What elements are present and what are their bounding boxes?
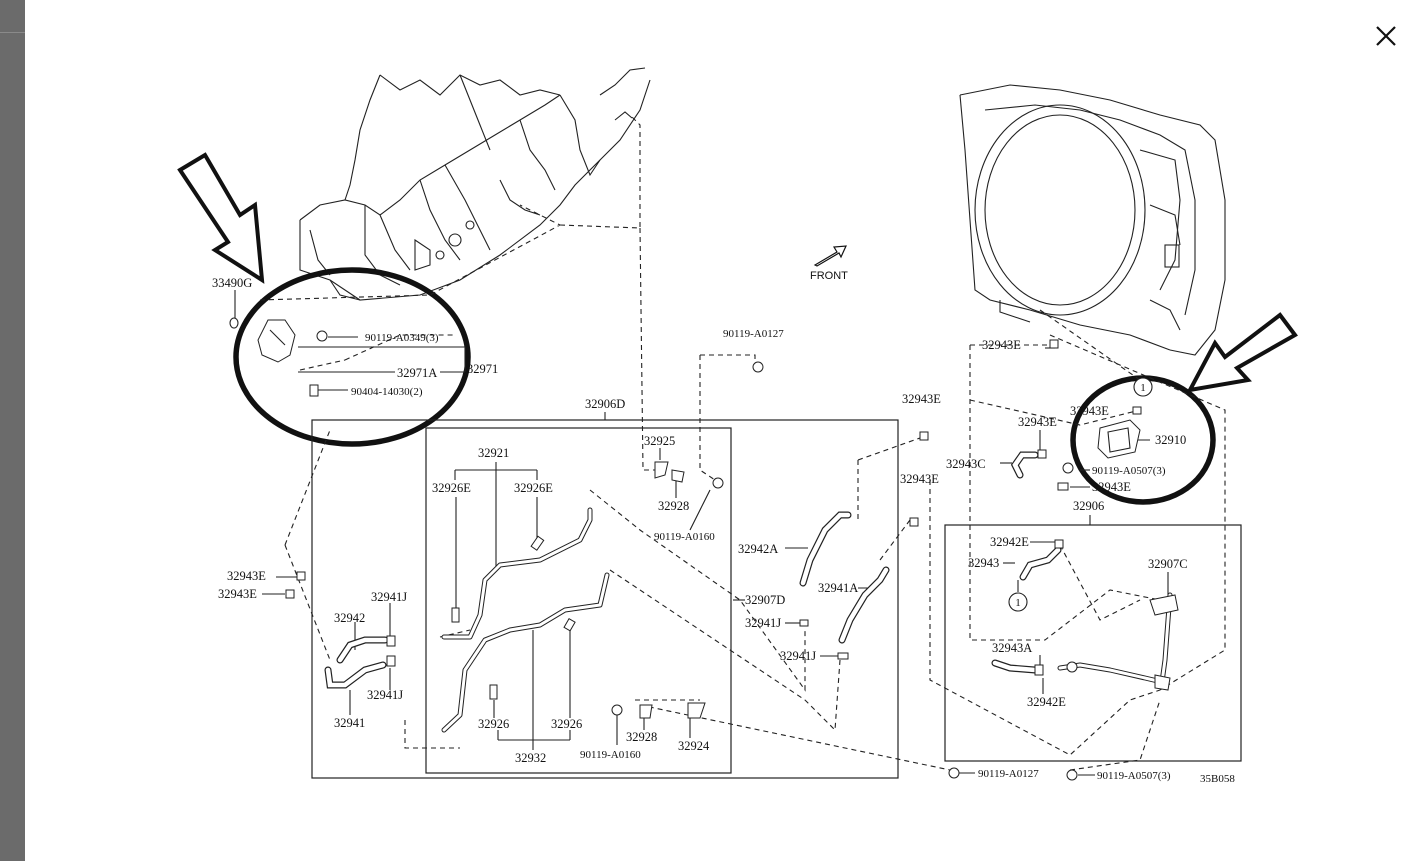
label-90119-a0160-bottom: 90119-A0160 (580, 749, 641, 761)
label-32910: 32910 (1155, 433, 1186, 447)
label-90119-a0507-top: 90119-A0507(3) (1092, 465, 1166, 477)
callout-number-top: 1 (1140, 382, 1146, 394)
box-32906 (944, 524, 1242, 762)
label-32943e-c: 32943E (1018, 415, 1057, 429)
label-32924: 32924 (678, 739, 710, 753)
label-32925: 32925 (644, 434, 675, 448)
label-32943: 32943 (968, 556, 999, 570)
label-32942e-bottom: 32942E (1027, 695, 1066, 709)
pointer-arrow-right (1186, 312, 1298, 393)
label-32928-top: 32928 (658, 499, 689, 513)
label-32943e-left1: 32943E (227, 569, 266, 583)
label-32941: 32941 (334, 716, 365, 730)
hose-32942a (799, 511, 852, 587)
figure-code: 35B058 (1200, 773, 1235, 785)
front-direction-arrow (813, 245, 847, 267)
label-90119-a0507-bottom: 90119-A0507(3) (1097, 770, 1171, 782)
label-32943e-left2: 32943E (218, 587, 257, 601)
label-32943e-a: 32943E (902, 392, 941, 406)
hose-32942 (336, 636, 389, 664)
callout-circle-top (1133, 377, 1153, 397)
label-32943e-e: 32943E (1092, 480, 1131, 494)
label-90119-a0349: 90119-A0349(3) (365, 332, 439, 344)
label-32928-bottom: 32928 (626, 730, 657, 744)
label-90119-a0127-bottom: 90119-A0127 (978, 768, 1039, 780)
label-32926e-left: 32926E (432, 481, 471, 495)
label-32943e-right-top: 32943E (982, 338, 1021, 352)
close-button[interactable] (1368, 18, 1404, 54)
front-label: FRONT (810, 270, 848, 282)
sidebar-divider (0, 32, 25, 33)
label-32941j-left1: 32941J (371, 590, 407, 604)
label-32941j-mid2: 32941J (780, 649, 816, 663)
tube-32932 (441, 572, 610, 733)
label-32941j-left2: 32941J (367, 688, 403, 702)
label-32971: 32971 (467, 362, 498, 376)
label-32943a: 32943A (992, 641, 1032, 655)
label-32926-left: 32926 (478, 717, 509, 731)
hose-32943c (1010, 451, 1039, 479)
label-32906d: 32906D (585, 397, 625, 411)
radiator-illustration (959, 84, 1226, 356)
label-32907c: 32907C (1148, 557, 1188, 571)
label-90119-a0127-top: 90119-A0127 (723, 328, 784, 340)
label-32942a: 32942A (738, 542, 778, 556)
tube-32921 (441, 507, 593, 640)
label-32906: 32906 (1073, 499, 1104, 513)
box-32921 (425, 427, 732, 774)
close-icon (1376, 26, 1396, 46)
label-32942: 32942 (334, 611, 365, 625)
label-32943c: 32943C (946, 457, 986, 471)
hose-32941a (838, 566, 890, 644)
part-labels: 33490G 90119-A0349(3) 32971A 32971 90404… (212, 276, 1235, 785)
label-90404-14030: 90404-14030(2) (351, 386, 423, 398)
leader-lines (259, 114, 1226, 771)
highlight-circle-left (233, 267, 471, 447)
label-32941a: 32941A (818, 581, 858, 595)
hose-32941 (324, 661, 387, 689)
label-32942e-top: 32942E (990, 535, 1029, 549)
hose-32943 (1019, 546, 1062, 581)
label-32971a: 32971A (397, 366, 437, 380)
callout-circle-bottom (1008, 592, 1028, 612)
label-32943e-d: 32943E (900, 472, 939, 486)
hose-32943a (991, 659, 1039, 674)
small-parts (257, 319, 1179, 781)
label-32926-right: 32926 (551, 717, 582, 731)
label-32932: 32932 (515, 751, 546, 765)
label-32943e-b: 32943E (1070, 404, 1109, 418)
left-sidebar (0, 0, 25, 861)
label-32941j-mid1: 32941J (745, 616, 781, 630)
label-32907d: 32907D (745, 593, 785, 607)
tube-32907c (1057, 592, 1173, 685)
label-32926e-right: 32926E (514, 481, 553, 495)
transmission-illustration (299, 67, 651, 301)
label-32921: 32921 (478, 446, 509, 460)
callout-number-bottom: 1 (1015, 597, 1021, 609)
pointer-arrow-left (177, 152, 265, 284)
label-90119-a0160-top: 90119-A0160 (654, 531, 715, 543)
label-33490g: 33490G (212, 276, 252, 290)
